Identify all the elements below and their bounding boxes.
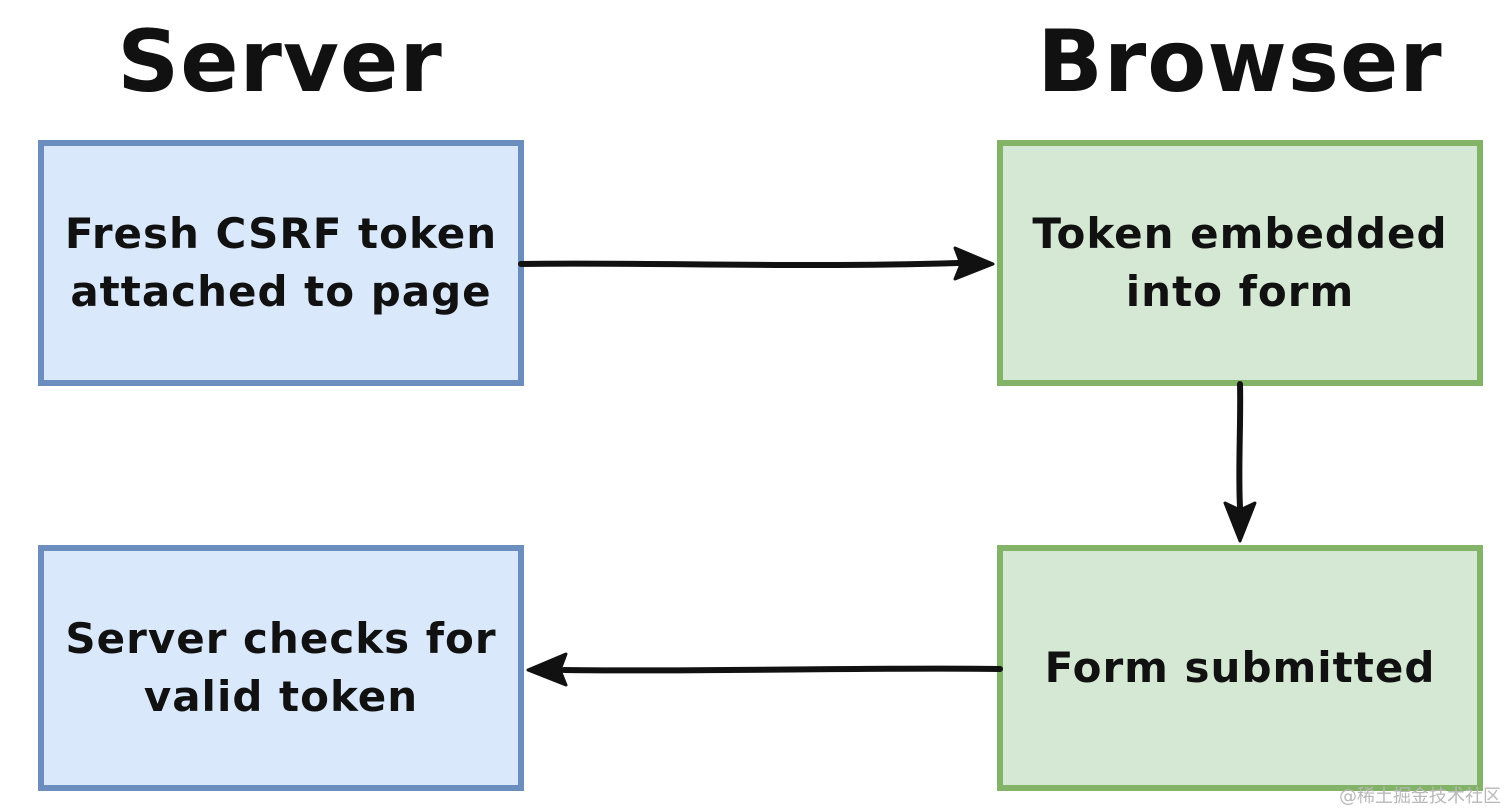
token-embedded-label: Token embedded into form: [1003, 205, 1477, 321]
token-embedded-label-line-2: into form: [1125, 267, 1355, 316]
browser-column-heading: Browser: [1037, 12, 1443, 112]
arrow-browser-to-submit-line: [1236, 381, 1244, 510]
fresh-token-box: Fresh CSRF token attached to page: [38, 140, 524, 386]
fresh-token-label-line-1: Fresh CSRF token: [64, 209, 498, 258]
server-checks-label-line-1: Server checks for: [65, 614, 497, 663]
form-submitted-label-line-1: Form submitted: [1044, 643, 1436, 692]
server-column-heading: Server: [117, 12, 443, 112]
fresh-token-label: Fresh CSRF token attached to page: [44, 205, 518, 321]
server-checks-label: Server checks for valid token: [44, 610, 518, 726]
watermark-text: @稀土掘金技术社区: [1339, 786, 1501, 807]
arrow-browser-to-submit-head: [1223, 501, 1257, 543]
arrow-token-to-browser-head: [953, 246, 995, 281]
arrow-submit-to-server-line: [561, 665, 1003, 674]
form-submitted-box: Form submitted: [997, 545, 1483, 791]
arrow-submit-to-server-head: [526, 652, 568, 687]
fresh-token-label-line-2: attached to page: [70, 267, 492, 316]
token-embedded-label-line-1: Token embedded: [1032, 209, 1448, 258]
server-checks-label-line-2: valid token: [143, 672, 419, 721]
server-checks-box: Server checks for valid token: [38, 545, 524, 791]
arrow-token-to-browser-line: [518, 260, 961, 269]
form-submitted-label: Form submitted: [1003, 639, 1477, 697]
token-embedded-box: Token embedded into form: [997, 140, 1483, 386]
